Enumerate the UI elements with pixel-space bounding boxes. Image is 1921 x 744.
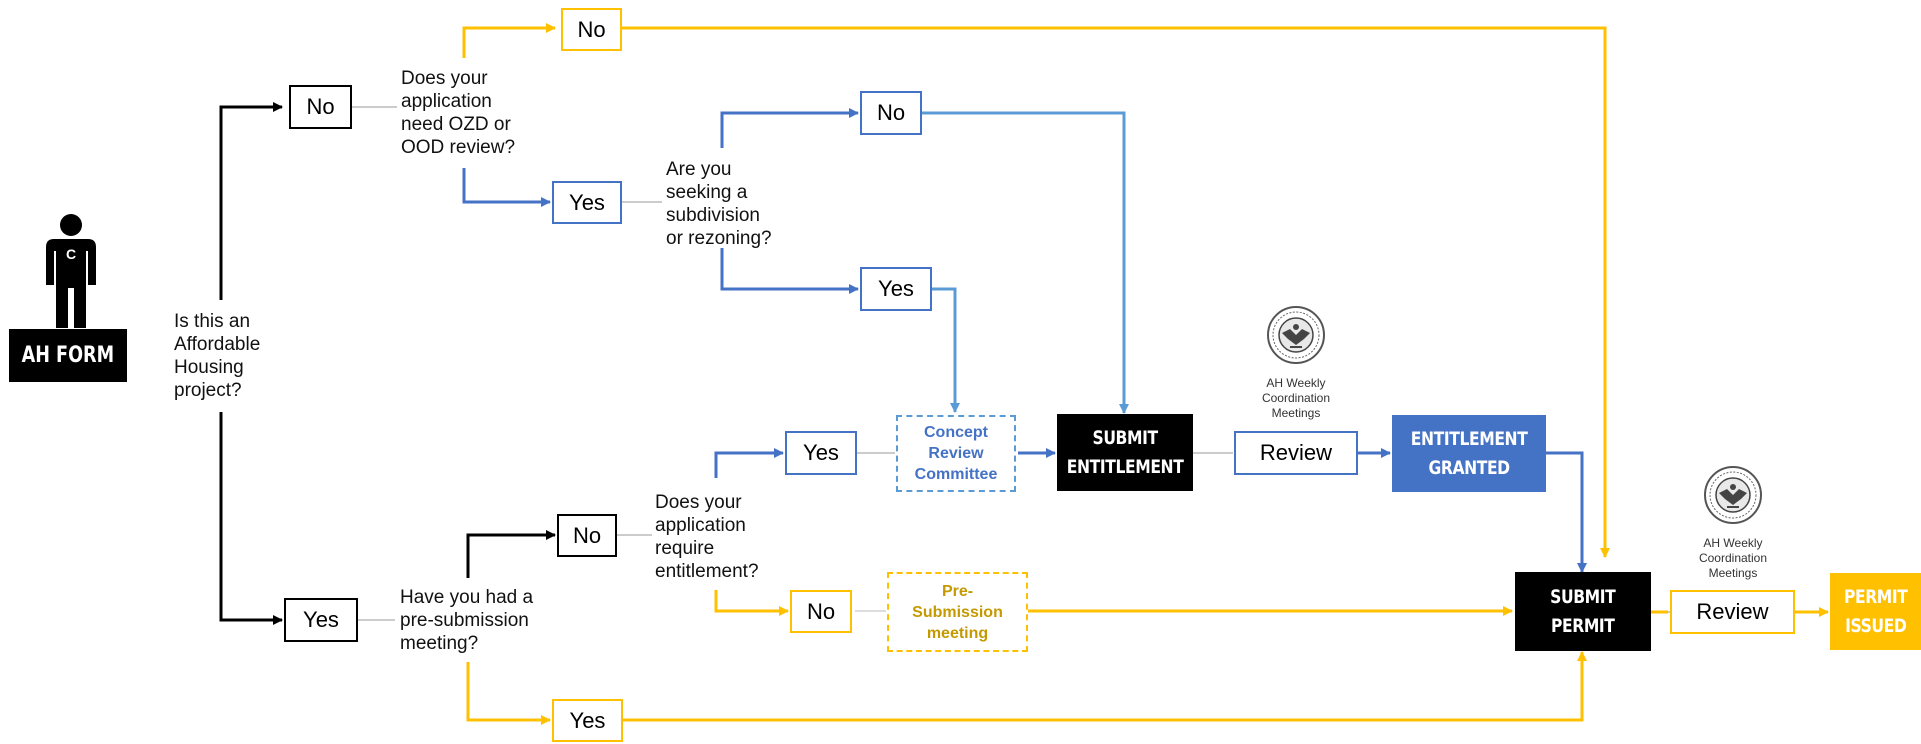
- wire-presub-no: [466, 530, 556, 578]
- question-affordable-housing: Is this an Affordable Housing project?: [174, 311, 261, 401]
- person-icon: [36, 213, 106, 330]
- wire-entitlement-yes: [714, 448, 784, 478]
- question-entitlement: Does your application require entitlemen…: [655, 492, 759, 582]
- wire-no-to-submit-entitlement: [922, 111, 1129, 414]
- wire-ozd-no: [462, 23, 556, 58]
- city-seal-icon: [1266, 305, 1326, 365]
- wire-yes-to-concept: [932, 287, 960, 413]
- submit-permit[interactable]: SUBMIT PERMIT: [1515, 572, 1651, 651]
- answer-ozd-yes[interactable]: Yes: [552, 181, 622, 224]
- answer-ozd-no[interactable]: No: [561, 8, 622, 51]
- city-seal-icon: [1703, 465, 1763, 525]
- wire-yes-to-submit-permit: [623, 651, 1587, 722]
- wire-entitlement-no: [714, 590, 789, 616]
- answer-subdivision-yes[interactable]: Yes: [860, 267, 932, 311]
- answer-affordable-yes[interactable]: Yes: [284, 598, 358, 642]
- wire-subdivision-yes: [720, 248, 859, 294]
- answer-subdivision-no[interactable]: No: [860, 91, 922, 135]
- question-subdivision: Are you seeking a subdivision or rezonin…: [666, 159, 772, 249]
- answer-entitlement-no[interactable]: No: [790, 590, 852, 633]
- wire-ozd-yes: [462, 168, 551, 207]
- review-step-entitlement[interactable]: Review: [1234, 431, 1358, 475]
- seal-caption-1: AH Weekly Coordination Meetings: [1261, 376, 1331, 420]
- wire-affordable-no: [219, 102, 283, 300]
- wire-no-to-submit-permit: [622, 26, 1610, 558]
- wire-subdivision-no: [720, 108, 859, 148]
- wire-presub-yes: [466, 662, 551, 725]
- entitlement-granted[interactable]: ENTITLEMENT GRANTED: [1392, 415, 1546, 492]
- wire-affordable-yes: [219, 412, 283, 625]
- presubmission-meeting[interactable]: Pre- Submission meeting: [887, 572, 1028, 652]
- ah-form-label[interactable]: AH FORM: [9, 329, 127, 382]
- answer-presub-yes[interactable]: Yes: [552, 699, 623, 742]
- wire-granted-to-permit: [1546, 451, 1587, 573]
- question-presubmission: Have you had a pre-submission meeting?: [400, 587, 534, 654]
- question-ozd-review: Does your application need OZD or OOD re…: [401, 68, 516, 158]
- submit-entitlement[interactable]: SUBMIT ENTITLEMENT: [1057, 414, 1193, 491]
- permit-issued[interactable]: PERMIT ISSUED: [1830, 573, 1921, 650]
- person-initial: C: [65, 246, 77, 262]
- seal-caption-2: AH Weekly Coordination Meetings: [1698, 536, 1768, 580]
- answer-affordable-no[interactable]: No: [289, 85, 352, 129]
- answer-entitlement-yes[interactable]: Yes: [785, 431, 857, 475]
- concept-review-committee[interactable]: Concept Review Committee: [896, 415, 1016, 492]
- review-step-permit[interactable]: Review: [1670, 590, 1795, 634]
- answer-presub-no[interactable]: No: [557, 514, 617, 557]
